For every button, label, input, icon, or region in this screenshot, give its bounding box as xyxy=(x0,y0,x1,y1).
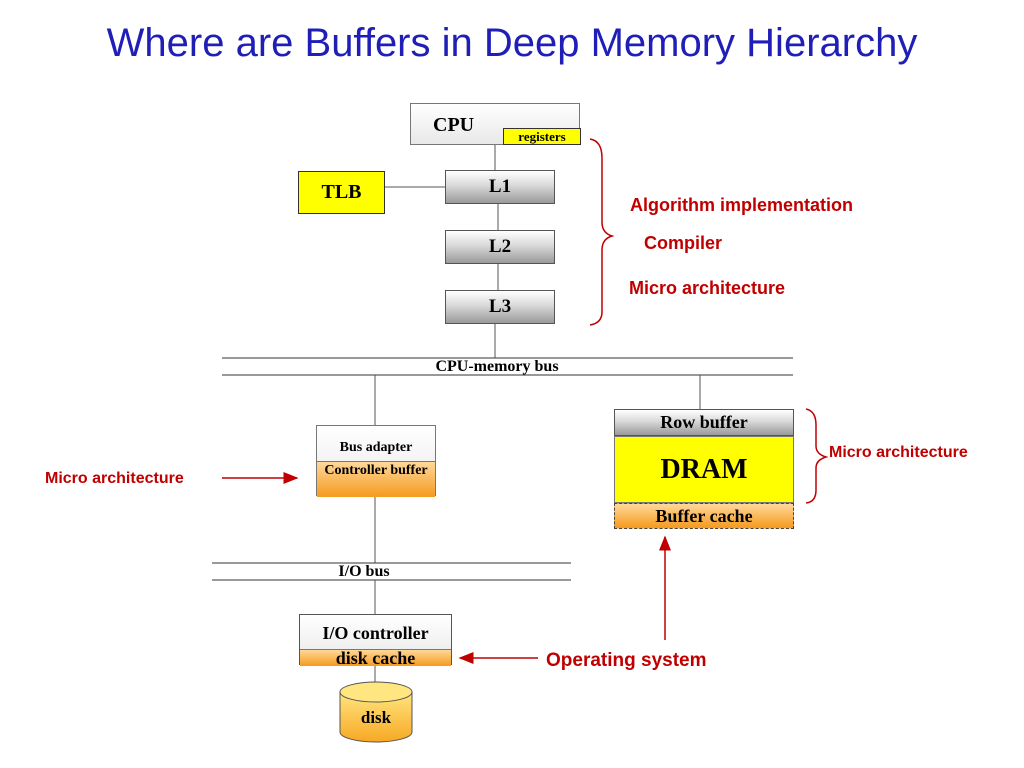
l1-cache-box: L1 xyxy=(445,170,555,204)
disk-icon xyxy=(339,681,413,743)
row-buffer-box: Row buffer xyxy=(614,409,794,436)
annotation-micro-architecture-upper: Micro architecture xyxy=(629,278,786,298)
registers-box: registers xyxy=(503,128,581,145)
annotation-operating-system: Operating system xyxy=(546,650,707,671)
io-controller-label: I/O controller xyxy=(322,623,429,643)
annotation-micro-architecture-adapter: Micro architecture xyxy=(45,470,184,487)
bus-adapter-box: Bus adapter Controller buffer xyxy=(316,425,436,497)
cpu-memory-bus-label: CPU-memory bus xyxy=(435,358,559,375)
l2-cache-box: L2 xyxy=(445,230,555,264)
io-bus-label: I/O bus xyxy=(338,563,390,580)
brace-upper xyxy=(589,138,615,326)
l3-cache-box: L3 xyxy=(445,290,555,324)
disk-cache: disk cache xyxy=(300,649,451,667)
annotation-micro-architecture-dram: Micro architecture xyxy=(829,444,968,461)
bus-adapter-label: Bus adapter xyxy=(339,440,413,455)
annotation-compiler: Compiler xyxy=(644,233,723,253)
controller-buffer: Controller buffer xyxy=(317,461,435,497)
io-controller-box: I/O controller disk cache xyxy=(299,614,452,667)
dram-box: DRAM xyxy=(614,436,794,503)
tlb-box: TLB xyxy=(298,171,385,214)
brace-dram xyxy=(805,408,829,504)
buffer-cache-box: Buffer cache xyxy=(614,503,794,529)
annotation-algorithm: Algorithm implementation xyxy=(630,195,854,215)
disk-label: disk xyxy=(360,708,392,727)
page-title: Where are Buffers in Deep Memory Hierarc… xyxy=(106,21,918,65)
cpu-label: CPU xyxy=(433,114,475,136)
